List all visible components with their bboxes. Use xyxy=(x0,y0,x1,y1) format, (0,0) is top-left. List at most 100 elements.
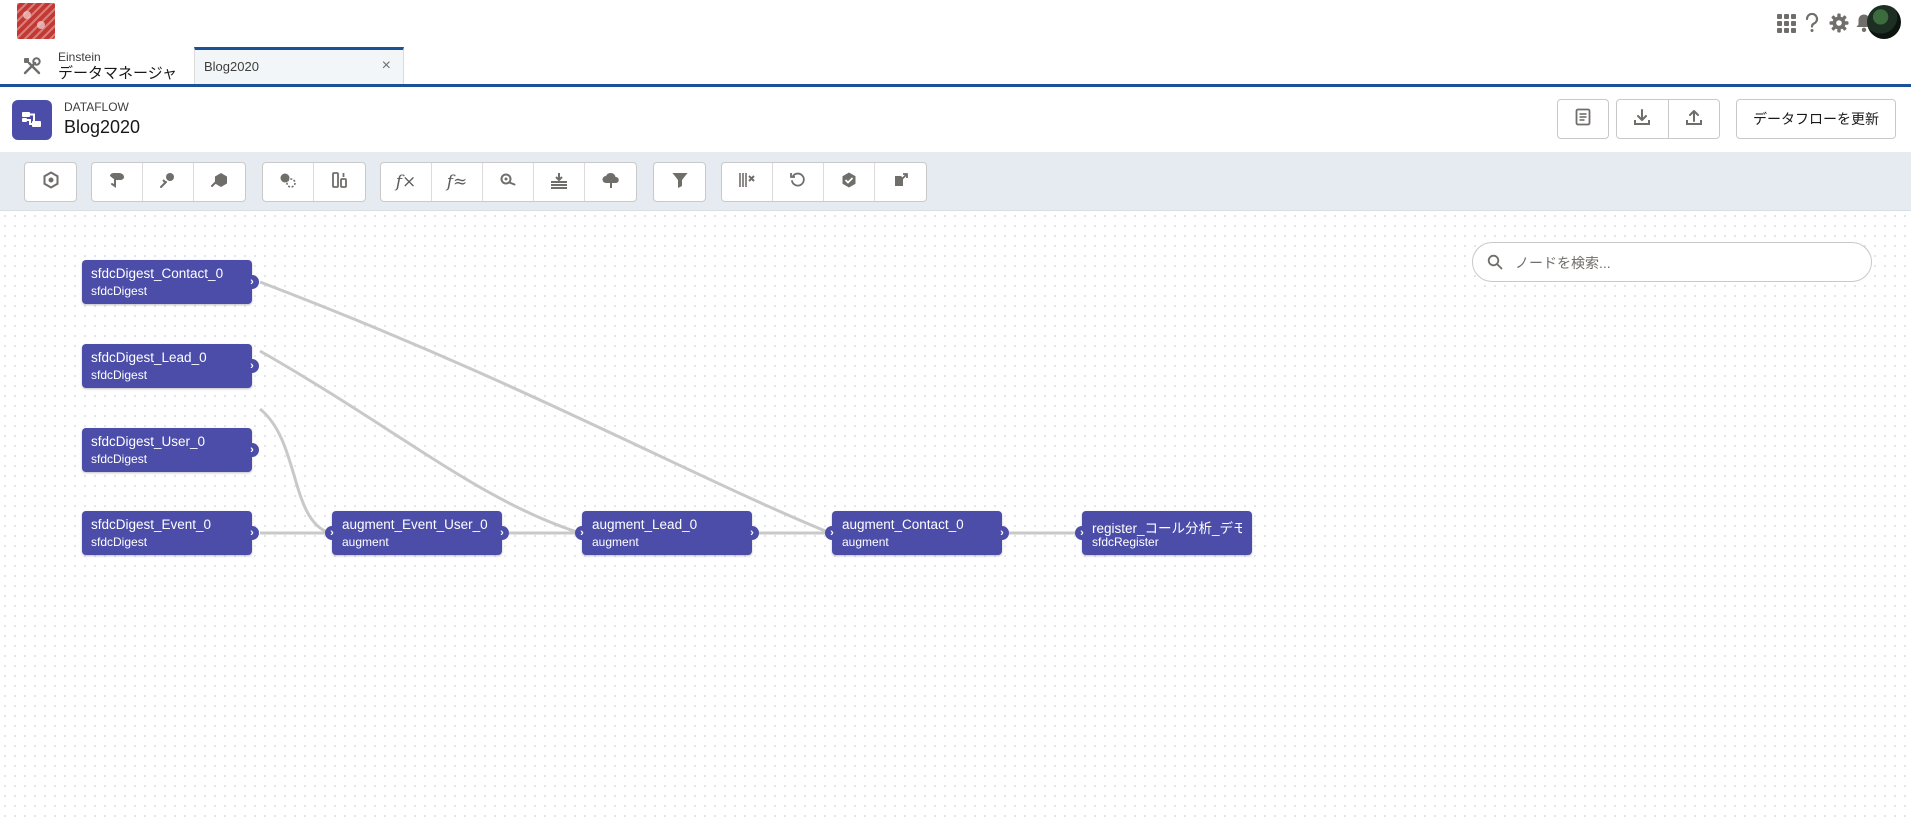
download-upload-group xyxy=(1616,99,1720,139)
page-header: DATAFLOW Blog2020 データフローを更新 xyxy=(0,87,1911,152)
toolbar-group-transform: f× f≈ xyxy=(380,162,637,202)
node-name: register_コール分析_デモ xyxy=(1092,521,1242,536)
dataflow-json-button[interactable] xyxy=(1557,99,1609,139)
sfdcregister-button[interactable] xyxy=(824,163,875,201)
global-header xyxy=(0,0,1911,48)
update-button[interactable] xyxy=(773,163,824,201)
output-port-chevron-icon[interactable]: › xyxy=(245,443,259,457)
page-title-block: DATAFLOW Blog2020 xyxy=(64,100,140,138)
dim2mea-button[interactable] xyxy=(483,163,534,201)
function-x-icon: f× xyxy=(395,172,417,192)
input-port-chevron-icon[interactable]: › xyxy=(575,526,589,540)
export-button[interactable] xyxy=(875,163,926,201)
augment-button[interactable] xyxy=(314,163,365,201)
sfdc-digest-icon xyxy=(107,171,127,194)
append-button[interactable] xyxy=(263,163,314,201)
slice-columns-icon xyxy=(737,171,757,194)
flatten-icon xyxy=(549,171,569,194)
node-register[interactable]: › register_コール分析_デモ sfdcRegister xyxy=(1075,511,1252,555)
filter-button[interactable] xyxy=(654,163,705,201)
tab-blog2020[interactable]: Blog2020 × xyxy=(194,47,404,84)
digest-button[interactable] xyxy=(143,163,194,201)
node-type: sfdcDigest xyxy=(91,368,148,382)
output-port-chevron-icon[interactable]: › xyxy=(245,275,259,289)
close-tab-icon[interactable]: × xyxy=(381,57,391,74)
node-sfdcdigest-event[interactable]: sfdcDigest_Event_0 sfdcDigest › xyxy=(82,511,259,555)
org-logo[interactable] xyxy=(17,3,55,39)
input-port-chevron-icon[interactable]: › xyxy=(1075,526,1089,540)
app-launcher-waffle-icon[interactable] xyxy=(1775,12,1797,34)
node-type: augment xyxy=(592,535,639,549)
upload-icon xyxy=(1685,108,1703,131)
node-name: sfdcDigest_User_0 xyxy=(91,434,206,449)
node-search-input[interactable] xyxy=(1513,251,1857,275)
node-name: augment_Contact_0 xyxy=(842,517,964,532)
node-sfdcdigest-contact[interactable]: sfdcDigest_Contact_0 sfdcDigest › xyxy=(82,260,259,304)
help-icon[interactable] xyxy=(1801,12,1823,34)
output-port-chevron-icon[interactable]: › xyxy=(745,526,759,540)
register-shield-icon xyxy=(840,171,858,194)
node-name: sfdcDigest_Contact_0 xyxy=(91,266,224,281)
node-augment-event-user[interactable]: › augment_Event_User_0 augment › xyxy=(325,511,509,555)
prediction-button[interactable] xyxy=(585,163,636,201)
toolbar-group-extract xyxy=(91,162,246,202)
app-name: Einstein データマネージャ xyxy=(58,51,177,81)
page-title: Blog2020 xyxy=(64,117,141,137)
node-name: augment_Event_User_0 xyxy=(342,517,488,532)
node-search xyxy=(1472,242,1872,282)
node-augment-contact[interactable]: › augment_Contact_0 augment › xyxy=(825,511,1009,555)
export-icon xyxy=(891,171,911,194)
node-sfdcdigest-user[interactable]: sfdcDigest_User_0 sfdcDigest › xyxy=(82,428,259,472)
page-eyebrow: DATAFLOW xyxy=(64,100,129,114)
search-icon xyxy=(1487,254,1503,270)
input-port-chevron-icon[interactable]: › xyxy=(825,526,839,540)
setup-gear-icon[interactable] xyxy=(1828,12,1850,34)
node-edges xyxy=(259,280,1080,535)
flatten-button[interactable] xyxy=(534,163,585,201)
computeexpression-button[interactable]: f× xyxy=(381,163,432,201)
user-avatar[interactable] xyxy=(1867,5,1901,39)
node-toolbar: f× f≈ xyxy=(0,152,1911,211)
output-port-chevron-icon[interactable]: › xyxy=(995,526,1009,540)
filter-funnel-icon xyxy=(671,171,689,194)
dataflow-settings-button[interactable] xyxy=(25,163,76,201)
toolbar-group-join xyxy=(262,162,366,202)
function-wave-icon: f≈ xyxy=(446,172,468,192)
cloud-prediction-icon xyxy=(601,171,621,194)
toolbar-group-misc xyxy=(721,162,927,202)
output-port-chevron-icon[interactable]: › xyxy=(245,359,259,373)
computerelative-button[interactable]: f≈ xyxy=(432,163,483,201)
node-name: sfdcDigest_Event_0 xyxy=(91,517,212,532)
input-port-chevron-icon[interactable]: › xyxy=(325,526,339,540)
augment-icon xyxy=(330,171,350,194)
dataflow-icon xyxy=(12,100,52,140)
output-port-chevron-icon[interactable]: › xyxy=(245,526,259,540)
update-dataflow-button[interactable]: データフローを更新 xyxy=(1736,99,1896,139)
workspace-tab-bar: Einstein データマネージャ Blog2020 × xyxy=(0,47,1911,87)
node-name: augment_Lead_0 xyxy=(592,517,698,532)
toolbar-group-settings xyxy=(24,162,77,202)
wrench-screwdriver-icon xyxy=(20,54,44,78)
app-launcher[interactable]: Einstein データマネージャ xyxy=(0,47,194,84)
magnify-measure-icon xyxy=(498,171,518,194)
output-port-chevron-icon[interactable]: › xyxy=(495,526,509,540)
sfdcdigest-button[interactable] xyxy=(92,163,143,201)
tab-label: Blog2020 xyxy=(204,59,259,74)
edgemart-button[interactable] xyxy=(194,163,245,201)
upload-button[interactable] xyxy=(1669,100,1720,138)
document-icon xyxy=(1575,108,1591,131)
digest-icon xyxy=(158,171,178,194)
node-type: augment xyxy=(342,535,389,549)
node-augment-lead[interactable]: › augment_Lead_0 augment › xyxy=(575,511,759,555)
node-sfdcdigest-lead[interactable]: sfdcDigest_Lead_0 sfdcDigest › xyxy=(82,344,259,388)
node-name: sfdcDigest_Lead_0 xyxy=(91,350,207,365)
edge-lead-to-augment-lead xyxy=(259,349,581,535)
append-icon xyxy=(278,171,298,194)
slicedataset-button[interactable] xyxy=(722,163,773,201)
download-button[interactable] xyxy=(1617,100,1669,138)
app-name-sub: Einstein xyxy=(58,49,101,64)
download-icon xyxy=(1633,108,1651,131)
dataflow-canvas[interactable]: sfdcDigest_Contact_0 sfdcDigest › sfdcDi… xyxy=(0,211,1911,817)
node-type: sfdcDigest xyxy=(91,284,148,298)
edge-contact-to-augment-contact xyxy=(259,280,831,535)
